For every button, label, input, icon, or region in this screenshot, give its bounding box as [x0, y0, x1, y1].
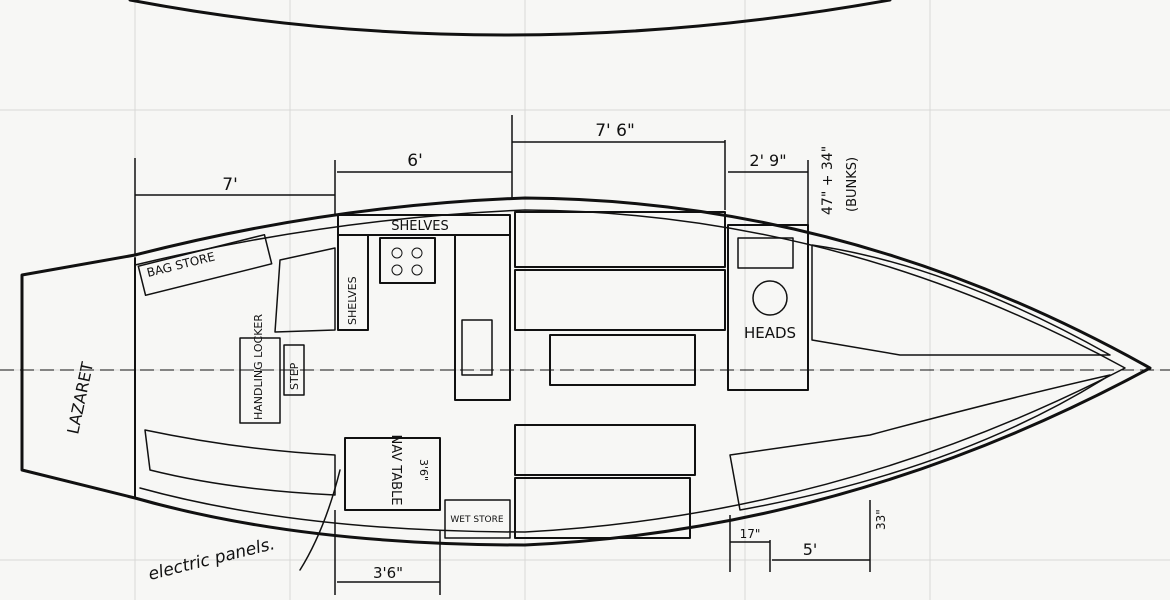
aft-port-berth [274, 247, 336, 333]
top-curve [128, 0, 892, 37]
dim-bunk-width: 47" + 34" [820, 146, 836, 215]
forepeak-starboard-berth [729, 374, 1111, 511]
handling-locker [239, 337, 281, 424]
label-lazaret: LAZARET [63, 360, 97, 436]
wet-store-box [444, 499, 511, 539]
dim-bunk-note: (BUNKS) [845, 157, 860, 212]
label-shelves-top: SHELVES [391, 219, 448, 234]
hull-outline [20, 196, 1152, 547]
heads-compartment [727, 224, 809, 391]
label-wet-store: WET STORE [450, 515, 503, 525]
label-nav-table: NAV TABLE [388, 434, 403, 505]
dim-aft-length: 7' [222, 175, 238, 195]
label-nav-dim: 3'6" [417, 459, 430, 481]
label-shelves-side: SHELVES [346, 276, 359, 325]
dim-saloon-length: 7' 6" [595, 121, 635, 141]
label-handling-locker: HANDLING LOCKER [252, 314, 265, 420]
label-electric-panels: electric panels. [146, 534, 277, 585]
saloon [514, 211, 726, 539]
forepeak-port-berth [811, 244, 1111, 356]
dim-galley-length: 6' [407, 151, 423, 171]
dim-forepeak-small: 33" [874, 509, 888, 530]
dimension-lines [134, 115, 871, 595]
dim-forepeak-length: 5' [803, 540, 818, 559]
label-heads: HEADS [744, 324, 796, 342]
nav-table [344, 437, 441, 511]
dim-nav-length: 3'6" [373, 564, 403, 582]
electric-panels-leader [299, 469, 341, 571]
aft-starboard-berth [144, 429, 336, 496]
dim-heads-length: 2' 9" [749, 151, 786, 170]
galley [337, 214, 511, 401]
label-step: STEP [288, 362, 301, 390]
bag-store [137, 233, 273, 297]
step-box [283, 344, 305, 396]
dim-bunk-small: 17" [740, 527, 761, 541]
